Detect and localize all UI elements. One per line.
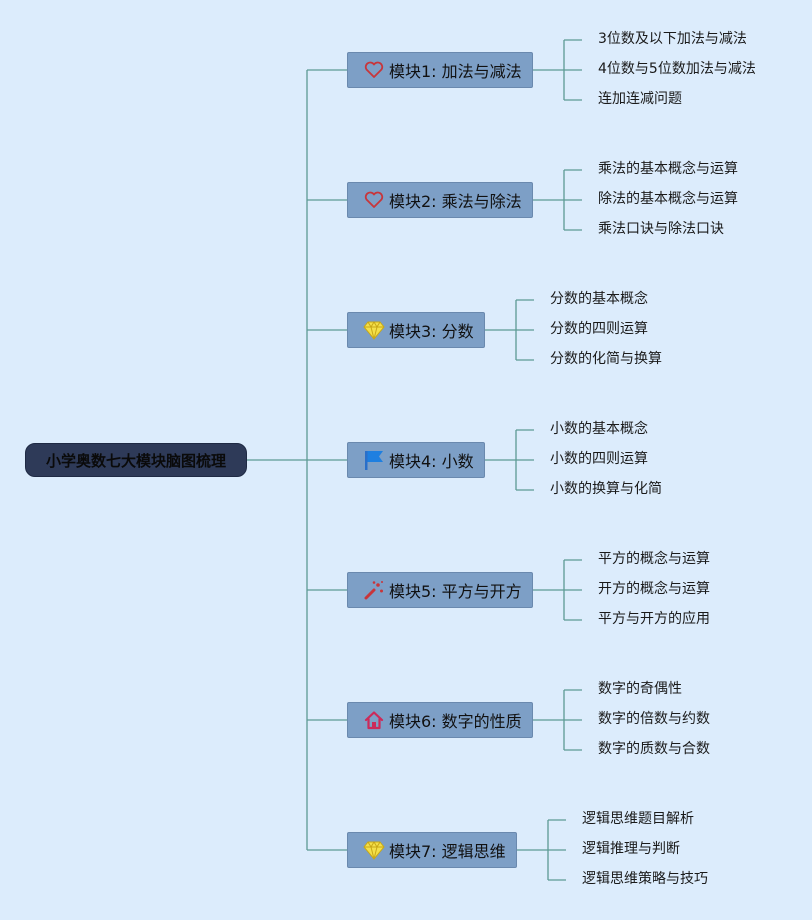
leaf-item[interactable]: 平方与开方的应用 [598,611,710,627]
root-label: 小学奥数七大模块脑图梳理 [45,451,226,470]
flag-icon [363,449,385,471]
module-label: 模块5: 平方与开方 [389,582,522,601]
leaf-item[interactable]: 数字的质数与合数 [598,741,710,757]
leaf-item[interactable]: 3位数及以下加法与减法 [598,31,747,47]
leaf-item[interactable]: 小数的四则运算 [550,451,648,467]
gem-icon [363,839,385,861]
leaf-item[interactable]: 小数的基本概念 [550,421,648,437]
module-node-5[interactable]: 模块5: 平方与开方 [347,572,533,608]
leaf-item[interactable]: 开方的概念与运算 [598,581,710,597]
gem-icon [363,319,385,341]
leaf-item[interactable]: 逻辑思维策略与技巧 [582,871,708,887]
heart-icon [363,59,385,81]
module-node-2[interactable]: 模块2: 乘法与除法 [347,182,533,218]
leaf-item[interactable]: 逻辑推理与判断 [582,841,680,857]
leaf-item[interactable]: 分数的化简与换算 [550,351,662,367]
module-label: 模块1: 加法与减法 [389,62,522,81]
module-label: 模块4: 小数 [389,452,474,471]
root-node[interactable]: 小学奥数七大模块脑图梳理 [25,443,247,477]
leaf-item[interactable]: 逻辑思维题目解析 [582,811,694,827]
leaf-item[interactable]: 4位数与5位数加法与减法 [598,61,756,77]
module-node-6[interactable]: 模块6: 数字的性质 [347,702,533,738]
module-node-3[interactable]: 模块3: 分数 [347,312,485,348]
leaf-item[interactable]: 分数的基本概念 [550,291,648,307]
heart-icon [363,189,385,211]
module-node-1[interactable]: 模块1: 加法与减法 [347,52,533,88]
leaf-item[interactable]: 小数的换算与化简 [550,481,662,497]
leaf-item[interactable]: 乘法口诀与除法口诀 [598,221,724,237]
leaf-item[interactable]: 除法的基本概念与运算 [598,191,738,207]
leaf-item[interactable]: 分数的四则运算 [550,321,648,337]
module-node-4[interactable]: 模块4: 小数 [347,442,485,478]
magic-wand-icon [363,579,385,601]
module-label: 模块3: 分数 [389,322,474,341]
module-label: 模块6: 数字的性质 [389,712,522,731]
module-node-7[interactable]: 模块7: 逻辑思维 [347,832,517,868]
leaf-item[interactable]: 连加连减问题 [598,91,682,107]
leaf-item[interactable]: 数字的倍数与约数 [598,711,710,727]
leaf-item[interactable]: 平方的概念与运算 [598,551,710,567]
module-label: 模块7: 逻辑思维 [389,842,506,861]
leaf-item[interactable]: 数字的奇偶性 [598,681,682,697]
leaf-item[interactable]: 乘法的基本概念与运算 [598,161,738,177]
house-icon [363,709,385,731]
module-label: 模块2: 乘法与除法 [389,192,522,211]
